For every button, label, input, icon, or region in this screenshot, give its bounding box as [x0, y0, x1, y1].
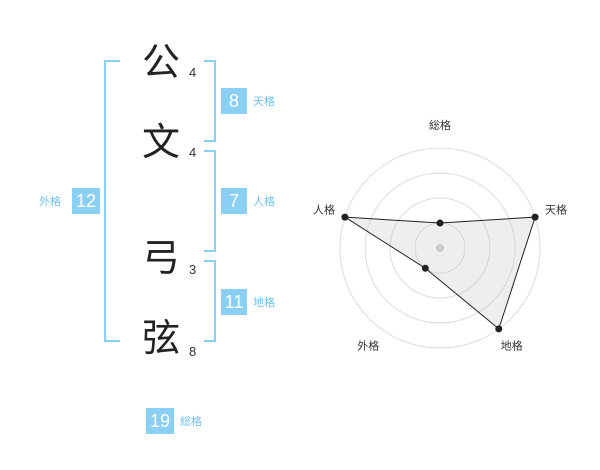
radar-point-1 — [436, 219, 444, 227]
radar-center-dot — [436, 244, 444, 252]
radar-point-2 — [531, 213, 539, 221]
tenkaku-value: 8 — [221, 88, 247, 114]
chikaku-bracket — [204, 260, 216, 342]
radar-axis-label: 天格 — [545, 202, 567, 216]
radar-ring-4 — [339, 147, 541, 349]
soukaku-label: 総格 — [180, 415, 202, 428]
name-char-1: 公 — [141, 40, 180, 84]
name-char-4: 弦 — [141, 316, 180, 360]
tenkaku-bracket — [204, 60, 216, 142]
name-char-2: 文 — [141, 120, 180, 164]
stroke-count-4: 8 — [189, 344, 197, 359]
gaikaku-bracket — [104, 60, 120, 342]
radar-axis-label: 外格 — [357, 339, 379, 353]
stroke-count-3: 3 — [189, 262, 197, 277]
radar-polygon — [344, 216, 536, 330]
radar-axis-label: 人格 — [313, 202, 335, 216]
radar-marks — [341, 213, 539, 333]
radar-axis-label: 総格 — [429, 118, 451, 132]
radar-ring-3 — [364, 172, 516, 324]
stroke-count-2: 4 — [189, 145, 197, 160]
chikaku-value: 11 — [221, 289, 247, 315]
radar-ring-2 — [389, 197, 491, 299]
name-char-3: 弓 — [141, 236, 180, 280]
gaikaku-value: 12 — [72, 188, 100, 214]
radar-point-4 — [421, 264, 429, 272]
chikaku-label: 地格 — [253, 296, 275, 309]
soukaku-value: 19 — [146, 408, 174, 434]
tenkaku-label: 天格 — [253, 95, 275, 108]
radar-grid — [339, 147, 541, 349]
jinkaku-label: 人格 — [253, 195, 275, 208]
radar-point-3 — [495, 325, 503, 333]
radar-axis-label: 地格 — [501, 339, 523, 353]
radar-point-5 — [341, 213, 349, 221]
jinkaku-value: 7 — [221, 188, 247, 214]
gaikaku-label: 外格 — [39, 195, 61, 208]
jinkaku-bracket — [204, 150, 216, 252]
stroke-count-1: 4 — [189, 65, 197, 80]
